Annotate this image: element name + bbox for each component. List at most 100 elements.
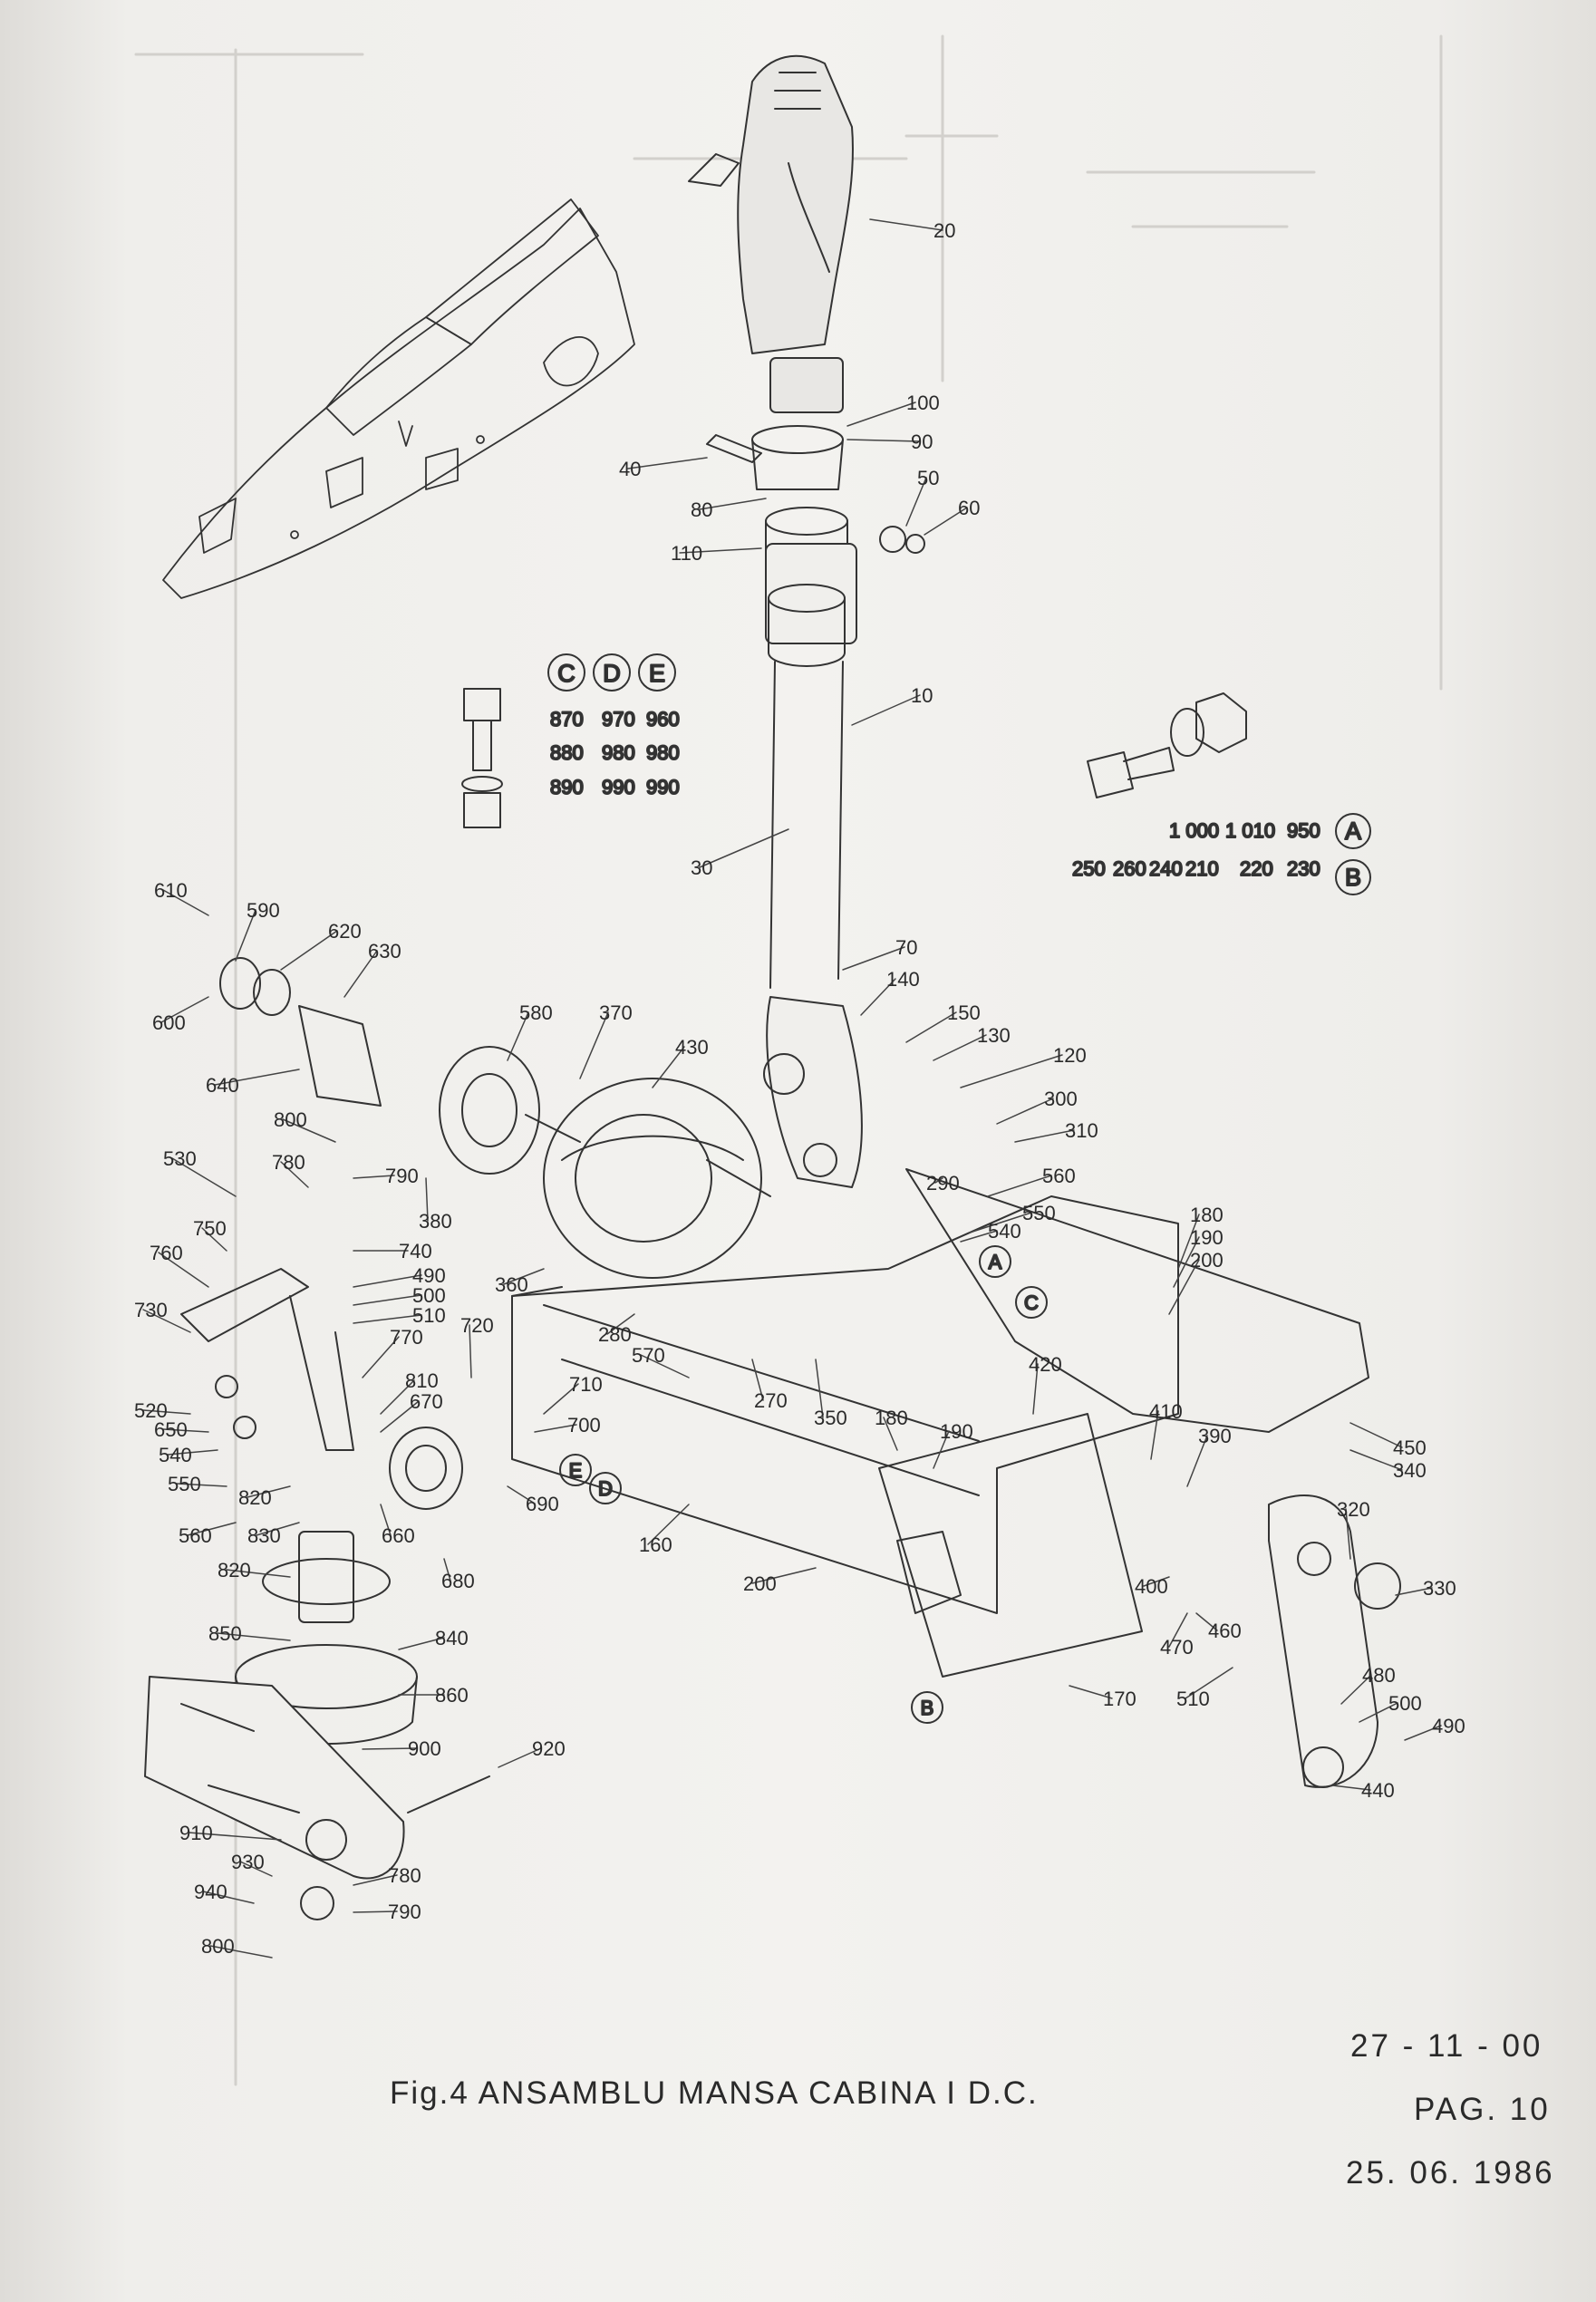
part-number-label: 290 (926, 1172, 960, 1195)
part-number-label: 820 (218, 1559, 251, 1581)
part-number-label: 900 (408, 1737, 441, 1760)
part-number-label: 750 (193, 1217, 227, 1240)
leader-line (353, 1314, 422, 1324)
leader-line (1032, 1363, 1039, 1415)
part-number-label: 700 (567, 1414, 601, 1436)
part-number-label: 780 (272, 1151, 305, 1174)
part-number-label: 60 (958, 497, 980, 519)
leader-line (256, 1522, 300, 1536)
leader-line (699, 498, 767, 510)
part-number-label: 20 (933, 219, 955, 242)
part-number-label: 730 (134, 1299, 168, 1321)
right-lever (1268, 1494, 1401, 1788)
part-number-label: 500 (1388, 1692, 1422, 1715)
callout-marker: D (598, 1477, 613, 1500)
leader-line (846, 401, 916, 427)
leader-line (507, 1011, 529, 1061)
part-number-label: 550 (168, 1473, 201, 1495)
part-number-label: 460 (1208, 1620, 1242, 1642)
leader-line (1168, 1259, 1200, 1315)
part-number-label: 170 (1103, 1688, 1137, 1710)
leader-line (162, 1428, 209, 1433)
bolt-stack (461, 688, 503, 828)
leader-line (443, 1558, 451, 1581)
part-number-label: 550 (1022, 1202, 1056, 1224)
leader-line (1069, 1685, 1113, 1699)
leader-line (1359, 1702, 1398, 1723)
part-number-label: 800 (274, 1108, 307, 1131)
part-number-label: 180 (1190, 1204, 1224, 1226)
part-number-label: 490 (412, 1264, 446, 1287)
part-number-label: 630 (368, 940, 401, 962)
variant-ab-cell: 1 010 (1225, 819, 1275, 842)
variant-ab-cell: 950 (1287, 819, 1320, 842)
part-number-label: 570 (632, 1344, 665, 1367)
part-number-label: 920 (532, 1737, 566, 1760)
variant-ab-cell: 260 (1113, 857, 1146, 880)
part-number-label: 450 (1393, 1436, 1427, 1459)
variant-cell: 970 (602, 708, 635, 730)
leader-line (679, 547, 762, 554)
part-number-label: 410 (1149, 1400, 1183, 1423)
callout-markers: A C E D B (568, 1250, 1040, 1720)
leader-line (1185, 1667, 1233, 1699)
leader-line (606, 1313, 635, 1335)
leader-line (158, 1252, 209, 1288)
part-number-label: 110 (671, 542, 702, 565)
leader-line (883, 1417, 898, 1451)
leader-line (353, 1175, 395, 1179)
part-number-label: 840 (435, 1627, 469, 1649)
part-number-label: 360 (495, 1273, 528, 1296)
part-number-label: 50 (917, 467, 939, 489)
part-number-label: 850 (208, 1622, 242, 1645)
part-number-label: 300 (1044, 1088, 1078, 1110)
part-number-label: 30 (691, 856, 712, 879)
leader-line (933, 1430, 950, 1469)
part-number-label: 40 (619, 458, 641, 480)
leader-line (353, 1294, 422, 1306)
leader-line (1340, 1674, 1372, 1705)
leader-line (235, 909, 256, 962)
leader-line (1143, 1576, 1170, 1587)
variant-ab-cell: 230 (1287, 857, 1320, 880)
leader-line (280, 1161, 309, 1188)
leader-line (996, 1098, 1054, 1125)
part-number-label: 200 (1190, 1249, 1224, 1272)
part-number-label: 130 (977, 1024, 1011, 1047)
leader-line (380, 1400, 420, 1433)
part-number-label: 940 (194, 1881, 227, 1903)
leader-line (239, 1861, 273, 1877)
part-number-label: 560 (179, 1524, 212, 1547)
part-number-label: 350 (814, 1407, 847, 1429)
leader-line (353, 1874, 398, 1886)
leader-line (1168, 1612, 1188, 1648)
leader-line (247, 1485, 291, 1498)
leader-line (1349, 1449, 1403, 1471)
leader-line (905, 1011, 957, 1043)
part-number-label: 430 (675, 1036, 709, 1059)
part-number-label: 190 (1190, 1226, 1224, 1249)
callout-marker: B (921, 1697, 934, 1719)
variant-header-e: E (649, 660, 665, 687)
leader-line (187, 1522, 237, 1536)
part-number-label: 650 (154, 1418, 188, 1441)
variant-ab-cell: 210 (1185, 857, 1219, 880)
part-number-label: 160 (639, 1533, 672, 1556)
part-number-label: 120 (1053, 1044, 1087, 1067)
leader-line (543, 1383, 579, 1415)
stick-tube-assembly (706, 434, 925, 1188)
leader-line (699, 828, 789, 868)
leader-line (217, 1632, 291, 1641)
callout-marker: A (989, 1251, 1002, 1273)
part-number-label: 80 (691, 498, 712, 521)
leader-line (498, 1747, 542, 1768)
part-number-label: 180 (875, 1407, 908, 1429)
part-number-label: 660 (382, 1524, 415, 1547)
leader-line (142, 1309, 191, 1333)
leader-line (380, 1379, 415, 1415)
part-number-label: 480 (1362, 1664, 1396, 1687)
leader-line (171, 1157, 237, 1197)
part-number-label: 100 (906, 392, 940, 414)
part-number-label: 790 (388, 1901, 421, 1923)
